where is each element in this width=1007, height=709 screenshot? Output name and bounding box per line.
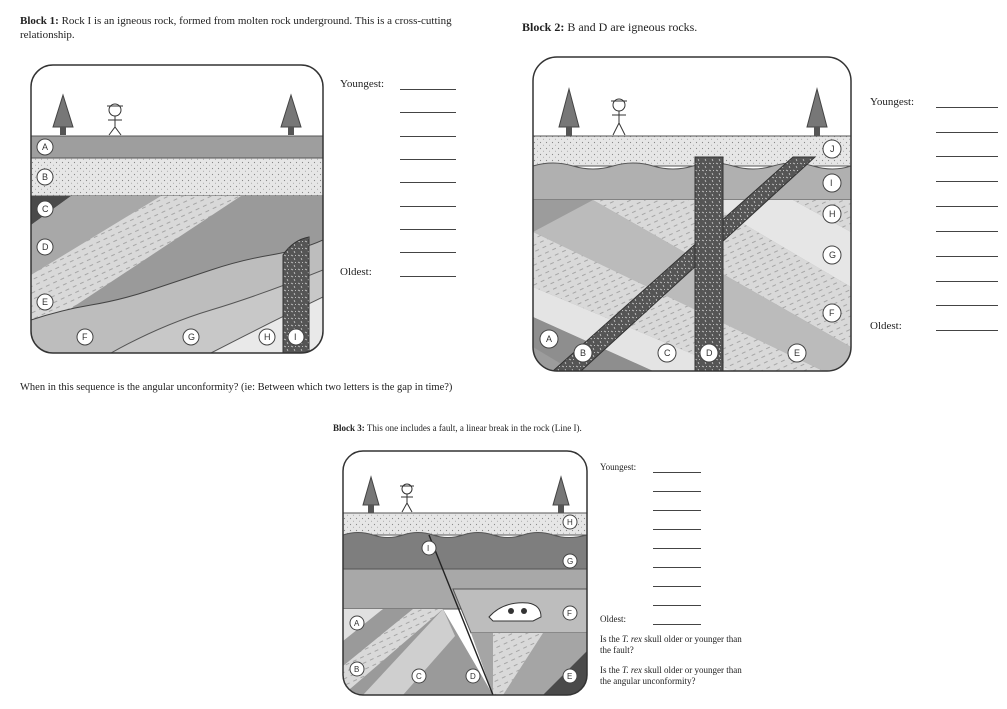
block3-letter: D bbox=[470, 672, 476, 681]
block1-letter: B bbox=[42, 172, 48, 182]
block3-letter: G bbox=[567, 557, 573, 566]
block2-letter: D bbox=[706, 348, 713, 358]
block3-answer-line[interactable] bbox=[653, 472, 701, 473]
block2-youngest-label: Youngest: bbox=[870, 96, 915, 108]
block3-letter: C bbox=[416, 672, 422, 681]
block1-letter: C bbox=[42, 204, 49, 214]
block3-letter: I bbox=[427, 544, 429, 553]
block3-youngest-label: Youngest: bbox=[600, 462, 637, 472]
block1-answer-line[interactable] bbox=[400, 159, 456, 160]
block1-answer-line[interactable] bbox=[400, 112, 456, 113]
block1-description: Block 1: Rock I is an igneous rock, form… bbox=[20, 14, 500, 42]
block2-letter: E bbox=[794, 348, 800, 358]
block2-answer-line[interactable] bbox=[936, 156, 998, 157]
block3-answer-line[interactable] bbox=[653, 510, 701, 511]
block3-question-fault: Is the T. rex skull older or younger tha… bbox=[600, 634, 750, 656]
block1-letter: E bbox=[42, 297, 48, 307]
block2-answer-line[interactable] bbox=[936, 305, 998, 306]
block1-letter: I bbox=[294, 332, 297, 342]
block2-letter: H bbox=[829, 209, 836, 219]
block1-heading: Block 1: bbox=[20, 15, 59, 27]
question-text: Is the bbox=[600, 634, 622, 644]
block3-answer-line[interactable] bbox=[653, 586, 701, 587]
block3-letter: F bbox=[567, 609, 572, 618]
question-species: T. rex bbox=[622, 665, 642, 675]
block2-answer-line[interactable] bbox=[936, 132, 998, 133]
block3-answer-line[interactable] bbox=[653, 491, 701, 492]
block3-description: Block 3: This one includes a fault, a li… bbox=[333, 423, 733, 434]
block1-diagram: A B C D E F G H I bbox=[30, 64, 324, 354]
block1-answer-line[interactable] bbox=[400, 136, 456, 137]
block2-letter: I bbox=[830, 178, 833, 188]
block2-answer-line[interactable] bbox=[936, 231, 998, 232]
block2-letter: A bbox=[546, 334, 552, 344]
block1-answer-line[interactable] bbox=[400, 89, 456, 90]
block2-answer-line[interactable] bbox=[936, 107, 998, 108]
block2-answer-line[interactable] bbox=[936, 281, 998, 282]
block2-answer-line[interactable] bbox=[936, 181, 998, 182]
block1-youngest-label: Youngest: bbox=[340, 78, 385, 90]
block2-text: B and D are igneous rocks. bbox=[567, 20, 698, 34]
block2-letter: F bbox=[829, 308, 835, 318]
block1-answer-line[interactable] bbox=[400, 252, 456, 253]
block2-answer-line[interactable] bbox=[936, 256, 998, 257]
block2-oldest-label: Oldest: bbox=[870, 320, 902, 332]
question-species: T. rex bbox=[622, 634, 642, 644]
block2-answer-line[interactable] bbox=[936, 330, 998, 331]
block1-oldest-label: Oldest: bbox=[340, 266, 372, 278]
block2-letter: C bbox=[664, 348, 671, 358]
block3-answer-line[interactable] bbox=[653, 567, 701, 568]
block3-answer-line[interactable] bbox=[653, 605, 701, 606]
block2-heading: Block 2: bbox=[522, 20, 565, 34]
unconformity-question: When in this sequence is the angular unc… bbox=[20, 382, 453, 393]
block3-answer-line[interactable] bbox=[653, 548, 701, 549]
block1-letter: F bbox=[82, 332, 88, 342]
block3-letter: B bbox=[354, 665, 359, 674]
block1-answer-line[interactable] bbox=[400, 229, 456, 230]
block3-letter: E bbox=[567, 672, 572, 681]
block1-answer-line[interactable] bbox=[400, 206, 456, 207]
block3-oldest-label: Oldest: bbox=[600, 614, 626, 624]
block1-text: Rock I is an igneous rock, formed from m… bbox=[20, 15, 452, 41]
question-text: skull older or younger than the angular … bbox=[600, 665, 742, 686]
block1-letter: G bbox=[188, 332, 195, 342]
block1-answer-line[interactable] bbox=[400, 182, 456, 183]
block2-diagram: J I H G F A B C D E bbox=[532, 56, 852, 372]
block1-letter: A bbox=[42, 142, 48, 152]
block3-letter: H bbox=[567, 518, 573, 527]
block3-heading: Block 3: bbox=[333, 423, 365, 433]
question-text: Is the bbox=[600, 665, 622, 675]
block3-answer-line[interactable] bbox=[653, 529, 701, 530]
question-text: skull older or younger than the fault? bbox=[600, 634, 742, 655]
block1-letter: D bbox=[42, 242, 49, 252]
block3-text: This one includes a fault, a linear brea… bbox=[366, 423, 582, 433]
block2-answer-line[interactable] bbox=[936, 206, 998, 207]
block3-diagram: H I G F A B C D E bbox=[342, 450, 588, 696]
block2-letter: G bbox=[829, 250, 836, 260]
block2-description: Block 2: B and D are igneous rocks. bbox=[522, 20, 822, 34]
block2-letter: J bbox=[830, 144, 835, 154]
block1-answer-line[interactable] bbox=[400, 276, 456, 277]
block3-question-unconformity: Is the T. rex skull older or younger tha… bbox=[600, 665, 750, 687]
block3-answer-line[interactable] bbox=[653, 624, 701, 625]
block2-letter: B bbox=[580, 348, 586, 358]
block1-letter: H bbox=[264, 332, 271, 342]
block3-letter: A bbox=[354, 619, 360, 628]
